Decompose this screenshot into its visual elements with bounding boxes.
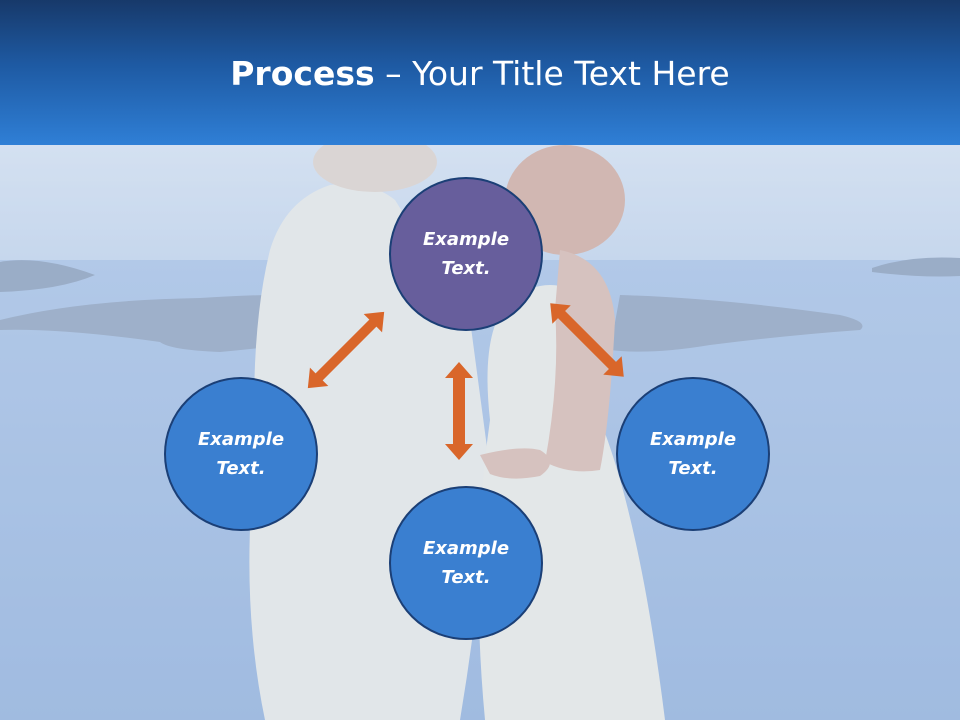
arrow-top-left — [307, 311, 385, 389]
slide-title: Process – Your Title Text Here — [0, 52, 960, 96]
header-band — [0, 0, 960, 145]
node-right-label: Example Text. — [649, 429, 737, 479]
node-top: Example Text. — [389, 177, 543, 331]
bride-arm — [480, 448, 550, 479]
groom-head — [313, 145, 437, 192]
arrow-center-vertical — [445, 362, 473, 460]
title-bold: Process — [230, 54, 375, 93]
arrow-top-right — [550, 303, 624, 377]
node-top-label: Example Text. — [422, 229, 510, 279]
island-center-right — [610, 295, 863, 352]
island-right — [872, 257, 960, 277]
title-rest: – Your Title Text Here — [374, 54, 730, 93]
node-bottom: Example Text. — [389, 486, 543, 640]
node-right: Example Text. — [616, 377, 770, 531]
node-left-label: Example Text. — [197, 429, 285, 479]
node-bottom-label: Example Text. — [422, 538, 510, 588]
island-left — [0, 260, 95, 292]
node-left: Example Text. — [164, 377, 318, 531]
